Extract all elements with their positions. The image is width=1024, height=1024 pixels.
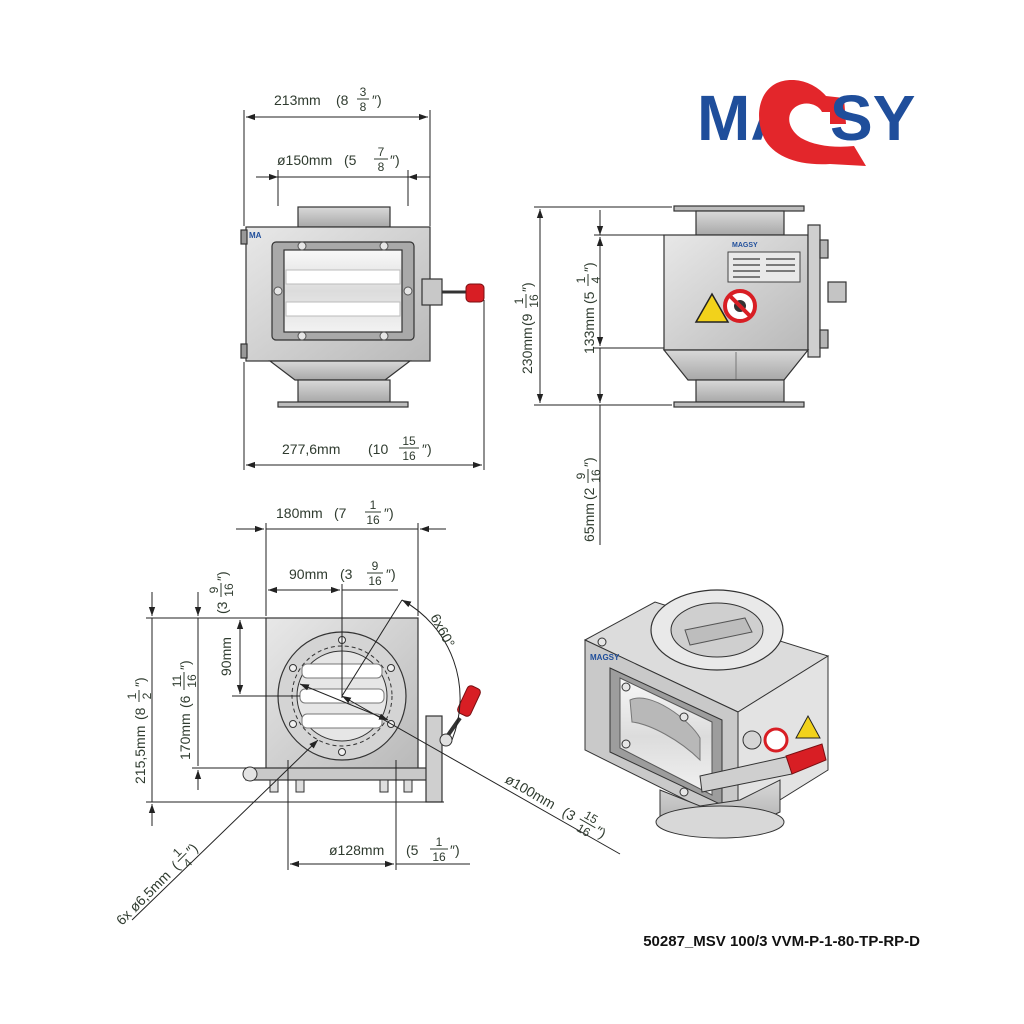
svg-text:11: 11 (170, 674, 184, 687)
svg-text:16: 16 (222, 583, 236, 597)
svg-text:ø150mm: ø150mm (277, 152, 332, 168)
svg-text:″): ″) (593, 823, 609, 842)
svg-text:213mm: 213mm (274, 92, 321, 108)
front-logo-mark: MA (249, 231, 262, 240)
svg-text:″): ″) (214, 571, 230, 581)
svg-text:230mm: 230mm (519, 327, 535, 374)
svg-text:3: 3 (360, 85, 367, 99)
svg-text:16: 16 (432, 850, 446, 864)
svg-text:(7: (7 (334, 505, 347, 521)
svg-text:1: 1 (125, 692, 139, 699)
svg-text:16: 16 (589, 469, 603, 483)
svg-text:(6: (6 (177, 695, 193, 708)
dim-holes: 6x ø6,5mm ( 1 4 ″) (113, 840, 201, 928)
svg-text:180mm: 180mm (276, 505, 323, 521)
svg-text:16: 16 (366, 513, 380, 527)
dim-side-flange: 65mm (2 9 16 ″) (574, 457, 603, 542)
svg-text:″): ″) (519, 282, 535, 292)
svg-text:″): ″) (390, 152, 400, 168)
front-view: MA (240, 206, 485, 408)
warning-icon (694, 292, 730, 323)
side-logo-mark: MAGSY (732, 242, 758, 249)
svg-text:16: 16 (574, 821, 593, 840)
svg-text:4: 4 (589, 276, 603, 283)
svg-text:133mm: 133mm (581, 307, 597, 354)
svg-text:2: 2 (140, 692, 154, 699)
svg-text:″): ″) (384, 505, 394, 521)
svg-text:(8: (8 (132, 707, 148, 720)
dim-overall-width: 277,6mm (10 15 16 ″) (282, 434, 432, 463)
svg-text:(8: (8 (336, 92, 349, 108)
no-pacemaker-icon (723, 289, 757, 323)
svg-text:(10: (10 (368, 441, 388, 457)
iso-logo-mark: MAGSY (590, 653, 620, 662)
dim-top-width: 213mm (8 3 8 ″) (274, 85, 382, 114)
logo-sy: SY (830, 82, 915, 154)
svg-text:90mm: 90mm (289, 566, 328, 582)
svg-text:6x ø6,5mm: 6x ø6,5mm (113, 867, 174, 928)
svg-text:16: 16 (527, 294, 541, 308)
svg-text:16: 16 (368, 574, 382, 588)
svg-text:(3: (3 (214, 601, 230, 614)
top-view-dimensions (131, 523, 621, 921)
dim-bottom-width: 180mm (7 1 16 ″) (276, 498, 394, 527)
svg-text:215,5mm: 215,5mm (132, 726, 148, 784)
svg-text:16: 16 (185, 674, 199, 688)
dim-angle: 6x60° (427, 611, 458, 650)
svg-text:90mm: 90mm (218, 637, 234, 676)
svg-text:15: 15 (402, 434, 416, 448)
dim-bottom-body: 170mm (6 11 16 ″) (170, 660, 199, 760)
svg-text:(5: (5 (581, 291, 597, 304)
svg-text:1: 1 (370, 498, 377, 512)
svg-text:9: 9 (207, 586, 221, 593)
svg-text:″): ″) (177, 660, 193, 670)
svg-text:8: 8 (360, 100, 367, 114)
svg-text:16: 16 (402, 449, 416, 463)
svg-text:″): ″) (581, 262, 597, 272)
svg-text:″): ″) (422, 441, 432, 457)
side-dimensions (534, 206, 672, 545)
svg-text:1: 1 (512, 297, 526, 304)
svg-text:65mm: 65mm (581, 503, 597, 542)
svg-text:9: 9 (574, 472, 588, 479)
svg-text:1: 1 (436, 835, 443, 849)
magsy-logo: MA SY (697, 80, 915, 166)
dim-bottom-half: 90mm (3 9 16 ″) (289, 559, 396, 588)
front-dimensions (243, 110, 485, 470)
svg-text:8: 8 (378, 160, 385, 174)
part-number-caption: 50287_MSV 100/3 VVM-P-1-80-TP-RP-D (643, 933, 920, 950)
svg-text:″): ″) (372, 92, 382, 108)
dim-side-height: 230mm (9 1 16 ″) (512, 282, 541, 374)
svg-text:(2: (2 (581, 487, 597, 500)
svg-text:1: 1 (574, 276, 588, 283)
svg-text:″): ″) (581, 457, 597, 467)
svg-text:″): ″) (132, 677, 148, 687)
isometric-view: MAGSY (583, 589, 830, 839)
svg-text:7: 7 (378, 145, 385, 159)
dim-inner-dia: ø128mm (5 1 16 ″) (329, 835, 460, 864)
svg-text:ø128mm: ø128mm (329, 842, 384, 858)
svg-text:15: 15 (582, 808, 601, 827)
svg-text:(9: (9 (519, 313, 535, 326)
svg-text:(5: (5 (406, 842, 419, 858)
svg-text:(3: (3 (340, 566, 353, 582)
dim-top-flange: ø150mm (5 7 8 ″) (277, 145, 400, 174)
dim-side-body: 133mm (5 1 4 ″) (574, 262, 603, 354)
svg-text:″): ″) (450, 842, 460, 858)
side-view: MAGSY (662, 205, 847, 408)
dim-bolt-circle: ø100mm (3 15 16 ″) (503, 771, 609, 842)
svg-text:9: 9 (372, 559, 379, 573)
logo-g-mark (759, 80, 866, 166)
dim-bottom-height: 215,5mm (8 1 2 ″) (125, 677, 154, 784)
svg-text:(5: (5 (344, 152, 357, 168)
svg-text:170mm: 170mm (177, 713, 193, 760)
dim-bottom-vhalf: 90mm (3 9 16 ″) (207, 571, 236, 676)
svg-text:″): ″) (386, 566, 396, 582)
svg-text:277,6mm: 277,6mm (282, 441, 340, 457)
